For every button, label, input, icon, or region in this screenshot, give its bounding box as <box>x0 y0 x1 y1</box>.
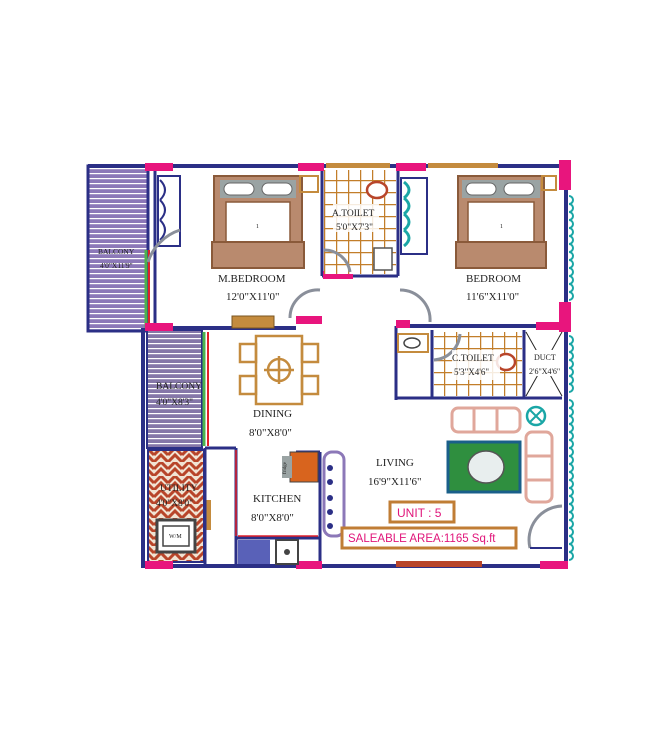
washer-label: W/M <box>169 534 182 540</box>
balcony-left-size: 4'0"X11'9" <box>100 261 133 270</box>
common-toilet-name: C.TOILET <box>452 354 494 364</box>
dining-table <box>238 334 320 406</box>
tv-console <box>322 450 346 538</box>
balcony-mid: BALCONY 4'0"X8'3" <box>146 329 209 449</box>
duct-name: DUCT <box>534 353 556 362</box>
living-name: LIVING <box>376 457 414 469</box>
kitchen-red-lines <box>235 450 318 537</box>
bedroom: 1 BEDROOM 11'6"X11'0" <box>399 175 557 323</box>
svg-text:1: 1 <box>500 224 503 230</box>
saleable-area-text: SALEABLE AREA:1165 Sq.ft <box>348 533 496 545</box>
attached-toilet-size: 5'0"X7'3" <box>336 223 373 233</box>
balcony-mid-name: BALCONY <box>156 382 202 392</box>
saleable-area-label: SALEABLE AREA:1165 Sq.ft <box>340 526 518 550</box>
bedroom-name: BEDROOM <box>466 273 521 285</box>
kitchen-name: KITCHEN <box>253 493 301 505</box>
unit-label: UNIT : 5 <box>388 500 456 524</box>
unit-label-text: UNIT : 5 <box>397 506 442 520</box>
utility-room: W/M UTILITY 4'0"X8'0" <box>147 449 211 563</box>
right-window-scallops <box>568 195 574 561</box>
kitchen-size: 8'0"X8'0" <box>251 512 294 524</box>
balcony-mid-size: 4'0"X8'3" <box>156 398 193 408</box>
living-size: 16'9"X11'6" <box>368 476 421 488</box>
master-bedroom: 1 M.BEDROOM 12'0"X11'0" <box>146 175 321 329</box>
svg-text:1: 1 <box>256 224 259 230</box>
attached-toilet: A.TOILET 5'0"X7'3" <box>323 170 396 274</box>
master-bed: 1 <box>211 175 305 269</box>
sofa-set <box>450 406 554 504</box>
common-toilet: C.TOILET 5'3"X4'6" <box>397 332 522 396</box>
duct: DUCT 2'6"X4'6" <box>525 331 563 397</box>
bedroom-size: 11'6"X11'0" <box>466 291 519 303</box>
balcony-left: BALCONY 4'0"X11'9" <box>86 164 150 333</box>
utility-size: 4'0"X8'0" <box>156 499 193 509</box>
fridge-label: fridge <box>283 461 288 474</box>
attached-toilet-name: A.TOILET <box>332 209 374 219</box>
dining-name: DINING <box>253 408 292 420</box>
master-bedroom-size: 12'0"X11'0" <box>226 291 279 303</box>
duct-size: 2'6"X4'6" <box>529 367 560 376</box>
balcony-left-name: BALCONY <box>98 247 135 256</box>
kitchen: fridge KITCHEN 8'0"X8'0" <box>238 451 319 565</box>
dining-size: 8'0"X8'0" <box>249 427 292 439</box>
dining: DINING 8'0"X8'0" <box>238 334 320 439</box>
door-markers <box>145 160 571 569</box>
top-windows <box>326 163 498 567</box>
common-toilet-size: 5'3"X4'6" <box>454 367 489 377</box>
master-bedroom-name: M.BEDROOM <box>218 273 286 285</box>
utility-name: UTILITY <box>160 484 198 494</box>
living: LIVING 16'9"X11'6" <box>322 405 563 549</box>
bedroom-bed: 1 <box>455 175 547 269</box>
